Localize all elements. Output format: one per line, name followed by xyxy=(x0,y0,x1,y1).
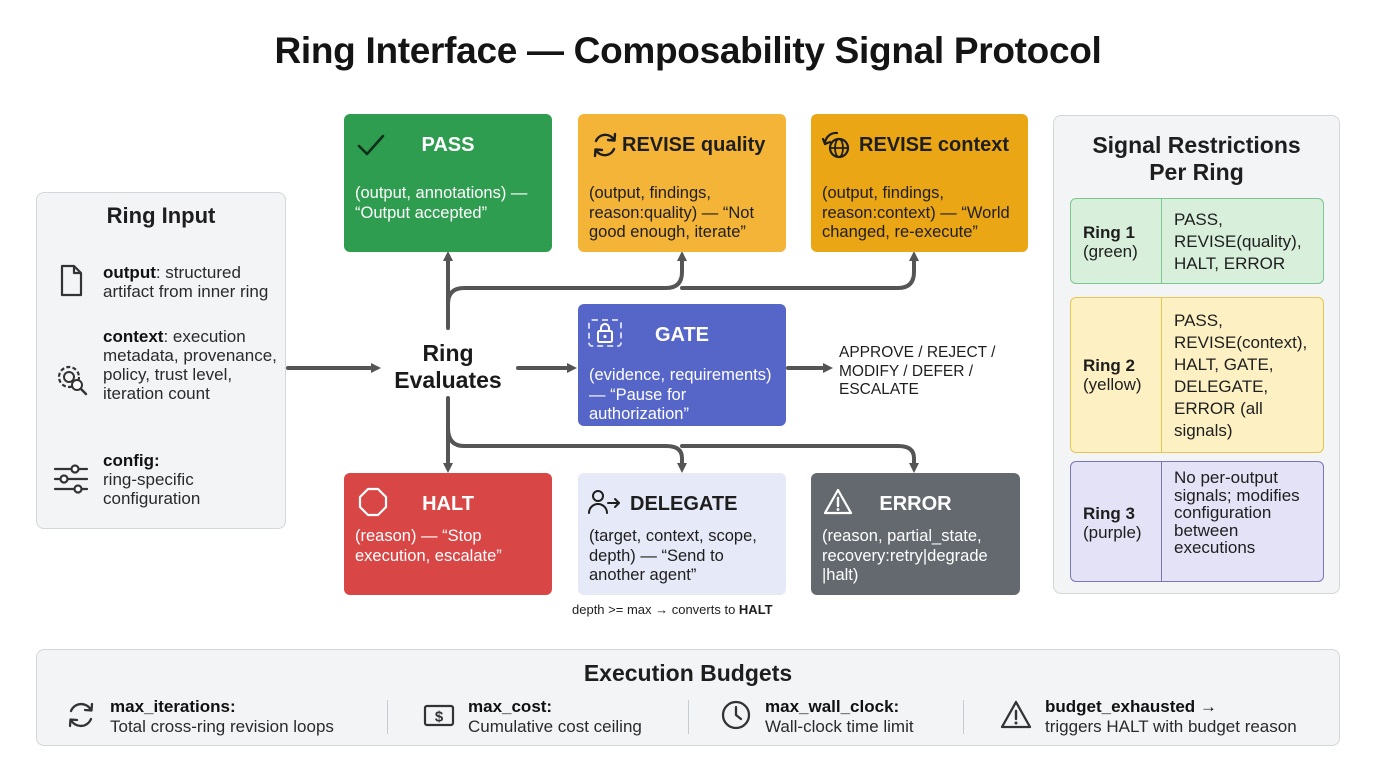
ring-input-panel: Ring Input output: structured artifact f… xyxy=(36,192,286,529)
signal-body: (output, annotations) — “Output accepted… xyxy=(355,184,528,222)
input-key: context xyxy=(103,327,164,346)
depth-note: depth >= max → converts to HALT xyxy=(572,602,773,617)
input-desc: : structured artifact from inner ring xyxy=(103,263,269,301)
svg-text:$: $ xyxy=(435,709,444,726)
signal-label: REVISE quality xyxy=(622,134,766,156)
dollar-icon: $ xyxy=(423,704,455,727)
input-desc: ring-specific configuration xyxy=(103,470,201,508)
ring-signals: PASS, REVISE(context), HALT, GATE, DELEG… xyxy=(1174,311,1308,440)
signal-gate: GATE (evidence, requirements) — “Pause f… xyxy=(578,304,786,426)
budget-key: budget_exhausted → xyxy=(1045,697,1217,716)
ring-name: Ring 2 xyxy=(1083,356,1135,375)
signal-body: (evidence, requirements) — “Pause for au… xyxy=(589,366,772,423)
ring-2-row: Ring 2(yellow) PASS, REVISE(context), HA… xyxy=(1070,297,1324,453)
clock-icon xyxy=(721,700,751,730)
execution-budgets-panel: Execution Budgets max_iterations: Total … xyxy=(36,649,1340,746)
loop-icon xyxy=(68,702,94,728)
signal-label: DELEGATE xyxy=(630,493,738,515)
check-icon xyxy=(357,134,385,156)
signal-label: GATE xyxy=(654,324,710,346)
signal-body: (reason) — “Stop execution, escalate” xyxy=(355,527,502,565)
warning-icon xyxy=(1000,700,1032,729)
signal-revise-context: REVISE context (output, findings, reason… xyxy=(811,114,1028,252)
octagon-icon xyxy=(358,487,388,517)
ring-input-heading: Ring Input xyxy=(106,203,216,228)
arrow-to-revise-quality xyxy=(446,251,687,306)
budget-key: max_wall_clock: xyxy=(765,697,900,716)
signal-pass: PASS (output, annotations) — “Output acc… xyxy=(344,114,552,252)
page-title: Ring Interface — Composability Signal Pr… xyxy=(274,30,1102,71)
signal-delegate: DELEGATE (target, context, scope, depth)… xyxy=(578,473,786,595)
arrow-to-error xyxy=(680,444,919,473)
signal-label: REVISE context xyxy=(859,134,1010,156)
input-key: config: xyxy=(103,451,160,470)
ring-name: Ring 3 xyxy=(1083,504,1135,523)
budget-value: Wall-clock time limit xyxy=(765,717,914,736)
budgets-heading: Execution Budgets xyxy=(583,660,793,686)
signal-label: PASS xyxy=(421,134,475,156)
budget-separator xyxy=(963,700,964,734)
budget-key: max_iterations: xyxy=(110,697,236,716)
refresh-icon xyxy=(593,132,617,158)
sliders-icon xyxy=(53,464,89,494)
ring-name: Ring 1 xyxy=(1083,223,1135,242)
budget-separator xyxy=(387,700,388,734)
budget-separator xyxy=(688,700,689,734)
user-arrow-icon xyxy=(588,490,620,514)
lock-icon xyxy=(588,319,622,347)
signal-label: ERROR xyxy=(879,493,952,515)
globe-refresh-icon xyxy=(821,131,850,159)
ring-color: (yellow) xyxy=(1083,375,1142,394)
signal-error: ERROR (reason, partial_state, recovery:r… xyxy=(811,473,1020,595)
signal-body: (reason, partial_state, recovery:retry|d… xyxy=(822,527,988,584)
signal-halt: HALT (reason) — “Stop execution, escalat… xyxy=(344,473,552,595)
signal-body: (target, context, scope, depth) — “Send … xyxy=(589,527,757,584)
gear-search-icon xyxy=(57,365,88,396)
signal-revise-quality: REVISE quality (output, findings, reason… xyxy=(578,114,786,252)
ring-evaluates-label: Ring Evaluates xyxy=(394,340,502,393)
warning-icon xyxy=(823,488,853,515)
budget-key: max_cost: xyxy=(468,697,553,716)
budget-value: triggers HALT with budget reason xyxy=(1045,717,1297,736)
document-icon xyxy=(60,264,83,297)
ring-signals: PASS, REVISE(quality), HALT, ERROR xyxy=(1174,210,1302,273)
signal-label: HALT xyxy=(422,493,474,515)
ring-color: (purple) xyxy=(1083,523,1142,542)
input-key: output xyxy=(103,263,156,282)
signal-body: (output, findings, reason:context) — “Wo… xyxy=(822,184,1010,241)
signal-body: (output, findings, reason:quality) — “No… xyxy=(589,184,755,241)
input-desc: : execution metadata, provenance, policy… xyxy=(103,327,277,403)
ring-1-row: Ring 1(green) PASS, REVISE(quality), HAL… xyxy=(1070,198,1324,284)
arrow-to-delegate xyxy=(446,426,687,473)
budget-value: Total cross-ring revision loops xyxy=(110,717,334,736)
arrow-to-revise-context xyxy=(680,251,919,290)
ring-color: (green) xyxy=(1083,242,1138,261)
ring-3-row: Ring 3(purple) No per-output signals; mo… xyxy=(1070,461,1324,582)
budget-value: Cumulative cost ceiling xyxy=(468,717,642,736)
ring-signals: No per-output signals; modifies configur… xyxy=(1174,468,1300,557)
gate-outcomes: APPROVE / REJECT / MODIFY / DEFER / ESCA… xyxy=(839,344,996,398)
